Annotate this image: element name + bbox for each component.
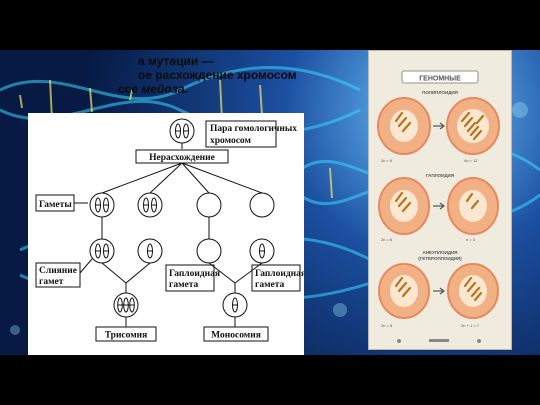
section-2-right-formula: n = 3 [466,237,476,242]
section-1-right-formula: 4n = 12 [464,158,478,163]
nondisjunction-label: Нерасхождение [149,153,215,163]
fusion-label-box [35,262,81,288]
pair-label-box [205,120,277,148]
caption-line-2: ое расхождение хромосом [138,68,297,82]
haploid-label-1-line-1: Гаплоидная [169,269,220,279]
haploid-label-box-2 [251,264,301,292]
section-1-title: ПОЛИПЛОИДИЯ [422,90,458,95]
gamete-cell [249,192,275,218]
section-3-left-formula: 2n = 6 [381,323,393,328]
gametes-label: Гаметы [39,200,72,210]
haploid-label-box-1 [165,264,215,292]
caption-line-1: а мутации — [138,54,214,68]
monosomy-label-box [203,326,269,342]
polyploidy-cells [377,97,500,155]
monosomy-label: Моносомия [211,331,261,341]
gamete-cell [196,192,222,218]
gamete-cell [196,238,222,264]
pair-label-line-2: хромосом [210,136,251,146]
section-3-title-line-1: АНЕУПЛОИДИЯ [422,250,457,255]
gamete-cell [137,192,163,218]
poster-title: ГЕНОМНЫЕ [419,76,461,83]
fusion-label-line-1: Слияние [39,266,77,276]
section-1-left-formula: 2n = 6 [381,158,393,163]
haploidy-cells [378,177,499,235]
nondisjunction-diagram: Пара гомологичных хромосом Нерасхождение… [28,113,306,355]
haploid-label-2-line-2: гамета [255,280,285,290]
haploid-label-2-line-1: Гаплоидная [255,269,304,279]
genomic-mutations-poster: ГЕНОМНЫЕ ПОЛИПЛОИДИЯ 2n = 6 4n = 12 ГАПЛ… [368,50,512,350]
homologous-pair-cell [169,118,195,144]
section-3-title-line-2: (ГЕТЕРОПЛОИДИЯ) [418,256,462,261]
bottom-letterbox [0,355,540,405]
pair-label-line-1: Пара гомологичных [210,124,297,134]
top-letterbox [0,0,540,50]
gamete-cell [89,238,115,264]
section-2-title: ГАПЛОИДИЯ [426,173,454,178]
poster-footer-logos [397,339,481,343]
trisomy-label-box [95,326,157,342]
gamete-cell [89,192,115,218]
caption-meiosis: мейоза. [141,82,188,96]
section-3-right-formula: 2n + 1 = 7 [461,323,480,328]
section-2-left-formula: 2n = 6 [381,237,393,242]
trisomy-label: Трисомия [105,331,148,341]
aneuploidy-cells [378,263,499,319]
fusion-label-line-2: гамет [39,277,64,287]
caption-line-3: ссе мейоза. [118,82,418,96]
caption-line-3-prefix: ссе [118,82,142,96]
haploid-label-1-line-2: гамета [169,280,199,290]
slide-caption: а мутации — ое расхождение хромосом ссе … [118,54,418,96]
